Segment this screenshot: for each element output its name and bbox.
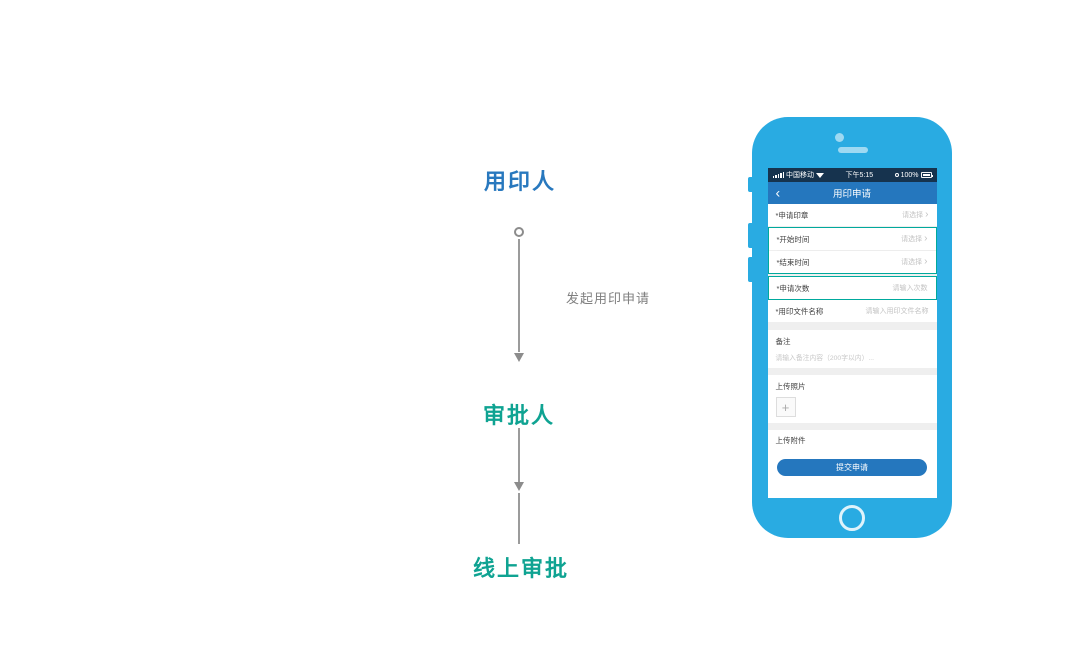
- arrow-down-icon: [514, 353, 524, 362]
- field-label: *用印文件名称: [775, 306, 824, 316]
- chevron-right-icon: ›: [924, 233, 928, 244]
- field-label: *开始时间: [776, 234, 810, 244]
- field-placeholder: 请选择: [902, 212, 924, 219]
- field-placeholder: 请输入次数: [892, 285, 928, 292]
- field-placeholder: 请选择: [901, 236, 923, 243]
- camera-dot: [835, 133, 844, 142]
- form-row-seal[interactable]: *申请印章 请选择 ›: [767, 204, 937, 226]
- upload-photo-section: 上传照片 +: [767, 375, 937, 423]
- add-photo-button[interactable]: +: [775, 397, 796, 417]
- orientation-lock-icon: [894, 173, 899, 177]
- flow-line-2: [518, 428, 520, 482]
- divider: [775, 226, 937, 227]
- flow-line-1: [518, 239, 520, 352]
- connector-circle: [514, 227, 524, 237]
- battery-icon: [920, 172, 933, 178]
- field-placeholder: 请输入用印文件名称: [865, 308, 929, 315]
- remark-label: 备注: [775, 337, 791, 346]
- home-button[interactable]: [839, 505, 865, 531]
- volume-up-button: [748, 223, 752, 248]
- phone-mockup: 中国移动 下午5:15 100% ‹ 用印申请 *申请印章 请选择 ›: [748, 117, 952, 538]
- field-placeholder: 请选择: [901, 259, 923, 266]
- field-label: *申请印章: [775, 210, 809, 220]
- form-row-doc-name[interactable]: *用印文件名称 请输入用印文件名称: [767, 300, 937, 322]
- wifi-icon: [816, 172, 824, 178]
- back-icon[interactable]: ‹: [775, 184, 781, 201]
- form-body: *申请印章 请选择 › *开始时间 请选择 › *结束时间: [767, 204, 937, 498]
- arrow-down-icon: [514, 482, 524, 491]
- chevron-right-icon: ›: [924, 256, 928, 267]
- form-row-start-time[interactable]: *开始时间 请选择 ›: [768, 228, 936, 250]
- flow-node-approver: 审批人: [482, 403, 556, 428]
- volume-down-button: [748, 257, 752, 282]
- app-screen: 中国移动 下午5:15 100% ‹ 用印申请 *申请印章 请选择 ›: [767, 168, 937, 498]
- upload-attachment-label: 上传附件: [775, 435, 806, 445]
- spacer: [768, 423, 937, 430]
- highlight-box-count: *申请次数 请输入次数: [767, 276, 937, 300]
- flow-node-user: 用印人: [483, 169, 557, 194]
- nav-bar: ‹ 用印申请: [767, 182, 937, 204]
- mute-switch: [748, 177, 752, 192]
- chevron-right-icon: ›: [925, 209, 929, 220]
- highlight-box-time: *开始时间 请选择 › *结束时间 请选择 ›: [767, 227, 937, 274]
- signal-icon: [772, 172, 784, 178]
- page-title: 用印申请: [832, 189, 871, 200]
- flow-line-3: [518, 493, 520, 544]
- upload-attachment-row[interactable]: 上传附件: [767, 430, 937, 450]
- battery-percent-label: 100%: [900, 171, 919, 179]
- spacer: [768, 368, 937, 375]
- submit-area: 提交申请: [767, 450, 937, 498]
- plus-icon: +: [781, 399, 790, 415]
- clock-label: 下午5:15: [845, 172, 874, 179]
- divider: [776, 250, 936, 251]
- field-label: *结束时间: [776, 257, 810, 267]
- status-right: 100%: [894, 171, 933, 179]
- upload-photo-label: 上传照片: [775, 382, 806, 391]
- field-label: *申请次数: [776, 283, 810, 293]
- spacer: [768, 322, 937, 330]
- form-row-apply-count[interactable]: *申请次数 请输入次数: [768, 277, 936, 299]
- flow-node-online-approval: 线上审批: [472, 556, 570, 581]
- form-row-end-time[interactable]: *结束时间 请选择 ›: [768, 251, 936, 273]
- remark-section: 备注 请输入备注内容（200字以内）...: [767, 330, 937, 368]
- carrier-label: 中国移动: [786, 172, 814, 179]
- remark-input[interactable]: 请输入备注内容（200字以内）...: [775, 355, 875, 362]
- flow-edge-label: 发起用印申请: [566, 291, 651, 306]
- speaker-slot: [838, 147, 868, 153]
- status-bar: 中国移动 下午5:15 100%: [767, 168, 937, 182]
- status-left: 中国移动: [772, 170, 824, 180]
- submit-button[interactable]: 提交申请: [777, 459, 927, 476]
